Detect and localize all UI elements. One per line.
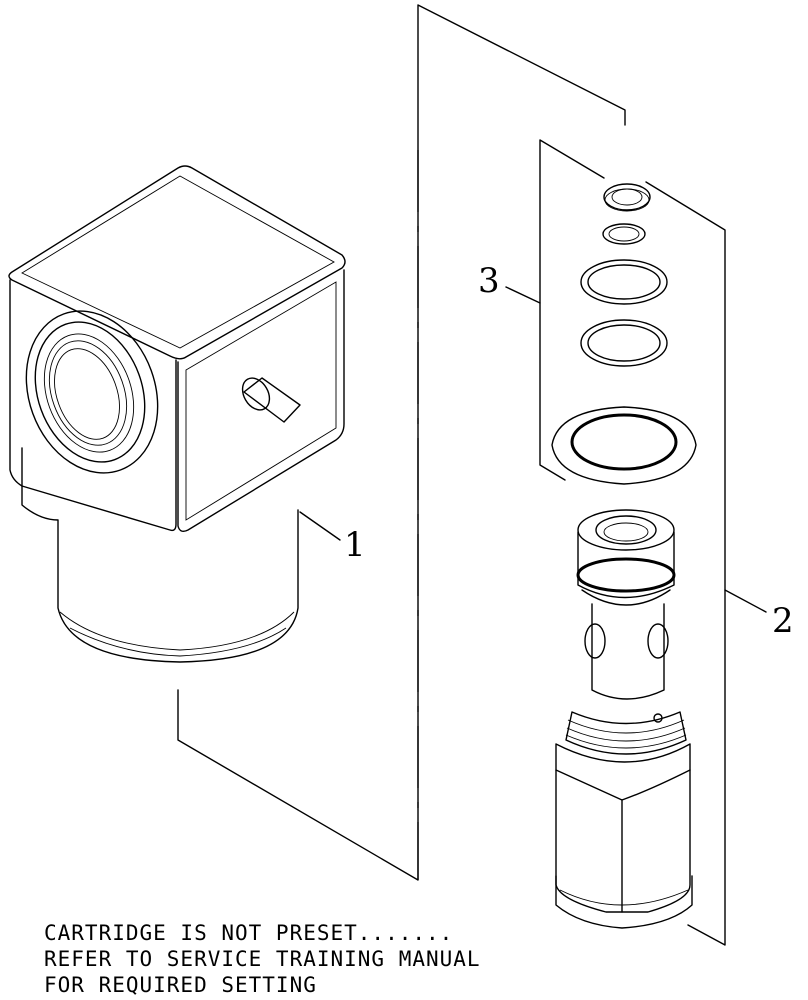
note-line-1: CARTRIDGE IS NOT PRESET....... — [44, 921, 453, 945]
assembly-bracket — [177, 4, 626, 881]
seal-kit-rings — [551, 183, 697, 485]
callout-1: 1 — [344, 525, 366, 565]
callout-2: 2 — [772, 601, 794, 641]
cartridge — [555, 509, 693, 929]
seal-kit-bracket — [539, 139, 605, 481]
cartridge-bracket — [645, 181, 726, 946]
seal-kit-leader — [505, 286, 541, 304]
note-line-3: FOR REQUIRED SETTING — [44, 973, 317, 997]
note-line-2: REFER TO SERVICE TRAINING MANUAL — [44, 947, 481, 971]
valve-body — [8, 165, 346, 663]
callout-3: 3 — [478, 261, 500, 301]
cartridge-leader — [724, 589, 767, 613]
body-leader — [299, 511, 341, 541]
